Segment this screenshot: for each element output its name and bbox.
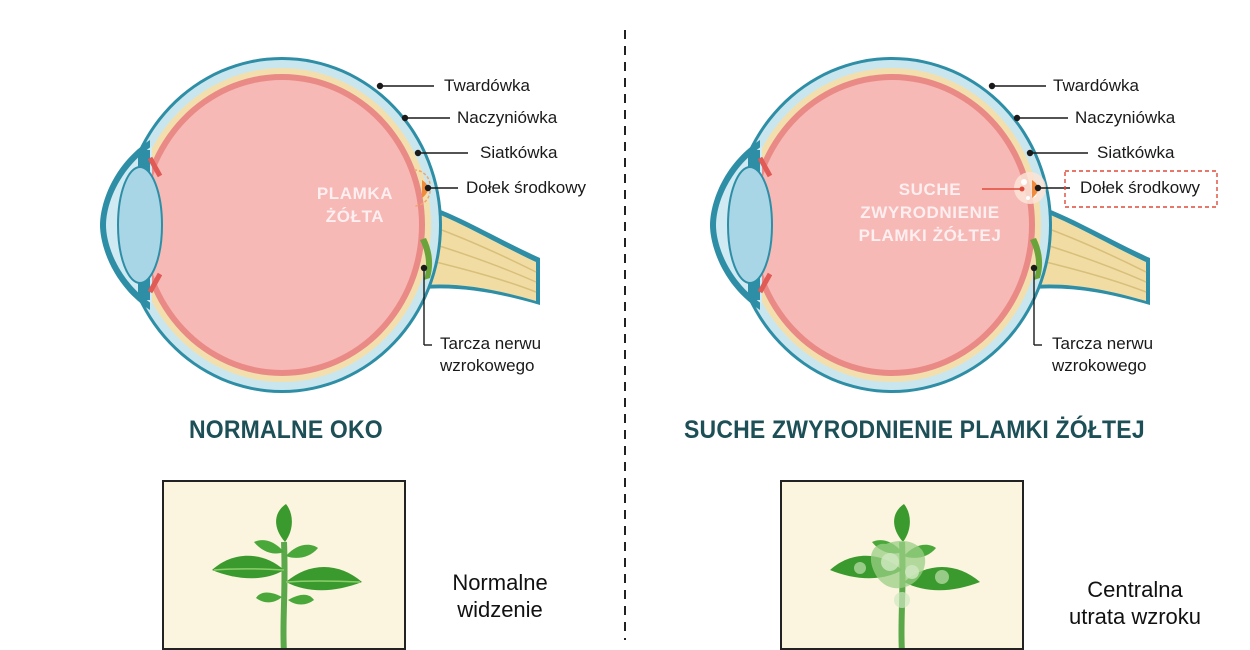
anterior-segment [710,140,773,310]
macula-text-line1: PLAMKA [316,184,394,203]
amd-vision-caption-line2: utrata wzroku [1068,604,1202,629]
eyeball [732,57,1052,393]
normal-eye-diagram [100,57,540,393]
optic-disc-label-line2: wzrokowego [1052,356,1147,375]
macula-text-line2: ŻÓŁTA [325,207,385,226]
blurred-plant-image [830,504,980,648]
center-divider [624,30,626,640]
amd-title: SUCHE ZWYRODNIENIE PLAMKI ŻÓŁTEJ [684,416,1145,444]
amd-text-line3: PLAMKI ŻÓŁTEJ [858,226,1002,245]
optic-disc [1030,238,1043,280]
sclera-label: Twardówka [444,76,530,95]
sclera-label: Twardówka [1053,76,1139,95]
retina-label: Siatkówka [1097,143,1175,162]
amd-text: SUCHE ZWYRODNIENIE PLAMKI ŻÓŁTEJ [840,178,1020,247]
optic-disc-label-line2: wzrokowego [440,356,535,375]
fovea-highlight-box [1064,170,1218,208]
optic-disc [420,238,433,280]
optic-disc-label-line1: Tarcza nerwu [1052,334,1154,353]
fovea-label: Dołek środkowy [466,178,586,197]
normal-vision-caption: Normalne widzenie [425,569,575,623]
optic-disc-label-line1: Tarcza nerwu [440,334,542,353]
normal-vision-caption-line2: widzenie [457,597,543,622]
amd-eye-diagram [710,57,1218,393]
amd-vision-caption: Centralna utrata wzroku [1050,576,1220,630]
leader-lines [988,82,1088,346]
amd-vision-caption-line1: Centralna [1087,577,1183,602]
amd-text-line1: SUCHE [898,180,962,199]
macula-pointer [982,186,1025,192]
choroid-label: Naczyniówka [1075,108,1176,127]
retina-label: Siatkówka [480,143,558,162]
normal-vision-caption-line1: Normalne [452,570,548,595]
eyeball [122,57,442,393]
healthy-plant-image [212,504,362,648]
anterior-segment [100,140,163,310]
normal-eye-title: NORMALNE OKO [189,416,383,444]
amd-text-line2: ZWYRODNIENIE [860,203,1000,222]
optic-nerve [412,200,540,305]
choroid-label: Naczyniówka [457,108,558,127]
fovea-label: Dołek środkowy [1080,178,1200,197]
leader-lines [376,82,468,346]
normal-vision-box [162,480,406,650]
degenerated-fovea [1014,172,1046,204]
macula-text: PLAMKA ŻÓŁTA [290,182,420,228]
optic-nerve [1022,200,1150,305]
amd-vision-box [780,480,1024,650]
